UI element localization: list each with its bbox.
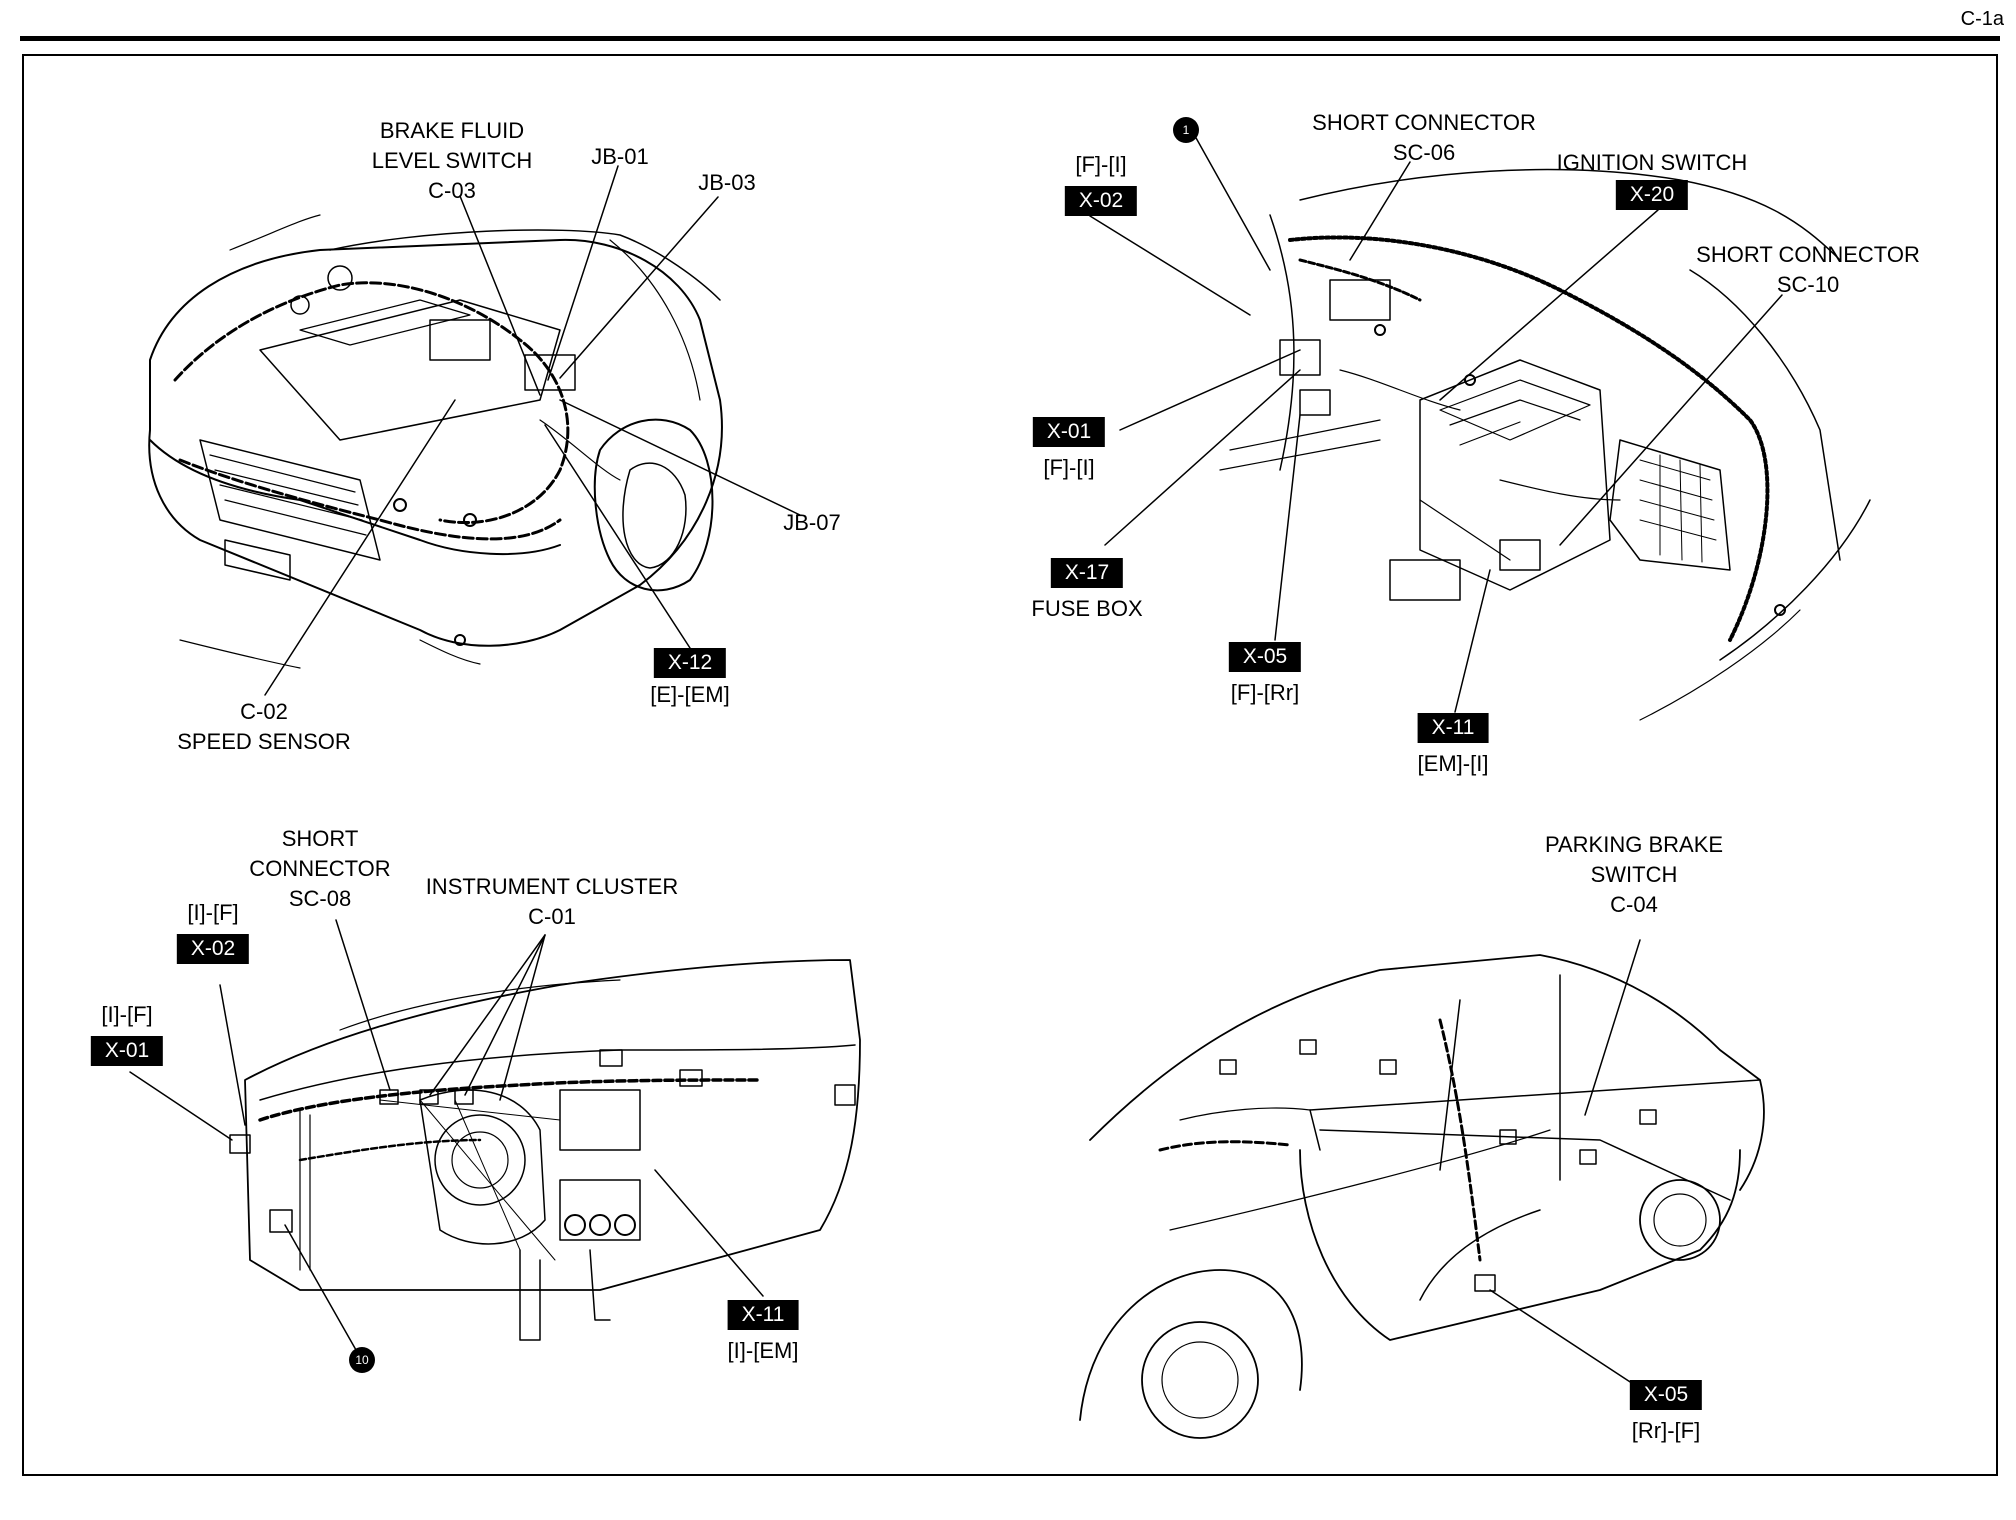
fuse-box-label: FUSE BOX <box>1031 596 1143 621</box>
route-label-x-01-upper: [F]-[I] <box>1043 455 1095 480</box>
connector-tag-x-20: X-20 <box>1615 180 1689 210</box>
route-label-x-02-lower: [I]-[F] <box>187 900 239 925</box>
short-connector-sc-06-label: SHORT CONNECTOR SC-06 <box>1312 110 1536 165</box>
page-number: C-1a <box>1960 8 2004 30</box>
brake-fluid-level-switch-label: BRAKE FLUID LEVEL SWITCH C-03 <box>371 118 533 203</box>
route-label-x-05-upper: [F]-[Rr] <box>1230 680 1300 705</box>
car-body-drawing <box>1079 939 1765 1439</box>
connector-tag-x-01-lower: X-01 <box>90 1036 164 1066</box>
jb-03-label: JB-03 <box>698 170 756 195</box>
route-label-x-11-lower: [I]-[EM] <box>727 1338 799 1363</box>
route-label-x-01-lower: [I]-[F] <box>101 1002 153 1027</box>
connector-tag-x-05-lower: X-05 <box>1629 1380 1703 1410</box>
parking-brake-switch-label: PARKING BRAKE SWITCH C-04 <box>1544 832 1724 917</box>
engine-bay-drawing <box>148 165 801 696</box>
connector-tag-x-17: X-17 <box>1050 558 1124 588</box>
dashboard-drawing <box>129 919 861 1358</box>
short-connector-sc-08-label: SHORT CONNECTOR SC-08 <box>249 826 391 911</box>
instrument-cluster-label: INSTRUMENT CLUSTER C-01 <box>425 874 679 929</box>
jb-01-label: JB-01 <box>591 144 649 169</box>
connector-tag-x-02-upper: X-02 <box>1064 186 1138 216</box>
route-label-x-11-upper: [EM]-[I] <box>1417 751 1489 776</box>
route-label-x-02-upper: [F]-[I] <box>1075 152 1127 177</box>
connector-tag-x-02-lower: X-02 <box>176 934 250 964</box>
header-rule <box>20 36 2000 41</box>
jb-07-label: JB-07 <box>783 510 841 535</box>
speed-sensor-label: C-02 SPEED SENSOR <box>177 699 351 754</box>
circled-number-10-marker: 10 <box>349 1347 375 1373</box>
cabin-harness-drawing <box>1089 119 1871 721</box>
connector-tag-x-11-upper: X-11 <box>1417 713 1489 743</box>
connector-tag-x-11-lower: X-11 <box>727 1300 799 1330</box>
connector-tag-x-05-upper: X-05 <box>1228 642 1302 672</box>
route-label-x-05-lower: [Rr]-[F] <box>1631 1418 1701 1443</box>
circled-number-1-marker: 1 <box>1173 117 1199 143</box>
connector-tag-x-01-upper: X-01 <box>1032 417 1106 447</box>
connector-tag-x-12: X-12 <box>653 648 727 678</box>
diagram-frame <box>22 54 1998 1476</box>
ignition-switch-label: IGNITION SWITCH <box>1556 150 1748 175</box>
route-label-x-12: [E]-[EM] <box>650 682 730 707</box>
short-connector-sc-10-label: SHORT CONNECTOR SC-10 <box>1696 242 1920 297</box>
